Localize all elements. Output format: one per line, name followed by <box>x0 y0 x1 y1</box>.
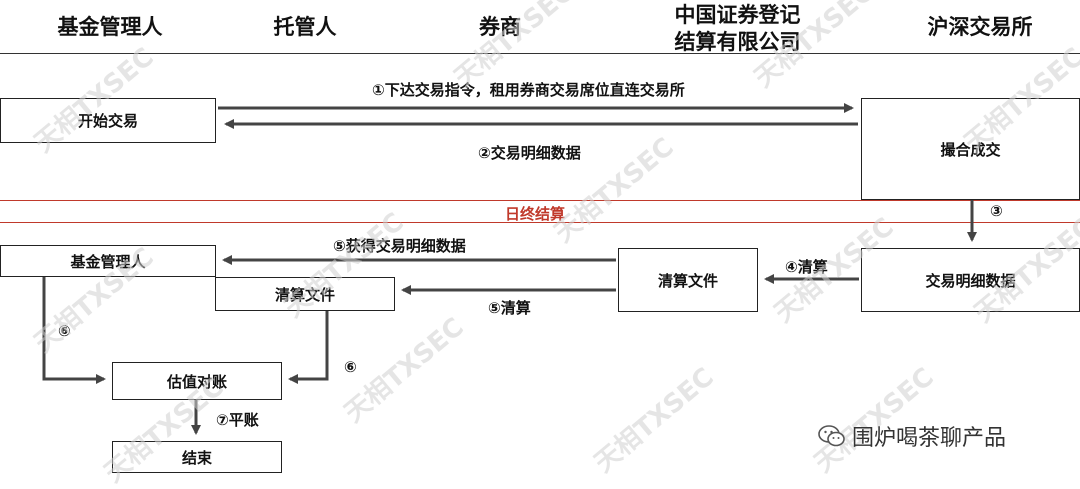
settlement-line-top <box>0 200 1080 201</box>
step6-right-label: ⑥ <box>344 358 357 376</box>
step5b-label: ⑤清算 <box>488 299 531 317</box>
header-divider <box>0 53 1080 54</box>
trade-detail-box: 交易明细数据 <box>861 248 1080 312</box>
header-csdc-line2: 结算有限公司 <box>674 30 801 54</box>
arrow-step6-right <box>288 311 329 384</box>
header-csdc-line1: 中国证券登记 <box>674 3 801 27</box>
step7-label: ⑦平账 <box>216 411 259 429</box>
wechat-account-name: 围炉喝茶聊产品 <box>852 426 1007 451</box>
valuation-box: 估值对账 <box>112 362 282 400</box>
header-exchange: 沪深交易所 <box>927 15 1033 39</box>
step6-left-label: ⑥ <box>58 322 71 340</box>
settlement-line-bottom <box>0 222 1080 223</box>
header-csdc: 中国证券登记 结算有限公司 <box>650 2 825 56</box>
step2-label: ②交易明细数据 <box>478 144 581 162</box>
wechat-account: 围炉喝茶聊产品 <box>818 420 1006 452</box>
arrow-step6-left <box>42 277 106 384</box>
header-broker: 券商 <box>479 15 521 39</box>
end-box: 结束 <box>112 441 282 473</box>
step5a-label: ⑤获得交易明细数据 <box>333 237 466 255</box>
clearing-file-custodian-box: 清算文件 <box>215 277 395 311</box>
start-trade-box: 开始交易 <box>0 98 216 143</box>
clearing-file-broker-box: 清算文件 <box>618 248 758 312</box>
match-box: 撮合成交 <box>861 98 1080 200</box>
wechat-icon <box>818 425 845 447</box>
header-custodian: 托管人 <box>273 15 337 39</box>
fund-manager-box: 基金管理人 <box>0 245 216 277</box>
header-fund-manager: 基金管理人 <box>57 15 163 39</box>
step4-label: ④清算 <box>785 258 828 276</box>
step3-label: ③ <box>990 202 1003 220</box>
settlement-label: 日终结算 <box>505 205 566 223</box>
step1-label: ①下达交易指令，租用券商交易席位直连交易所 <box>372 81 685 99</box>
